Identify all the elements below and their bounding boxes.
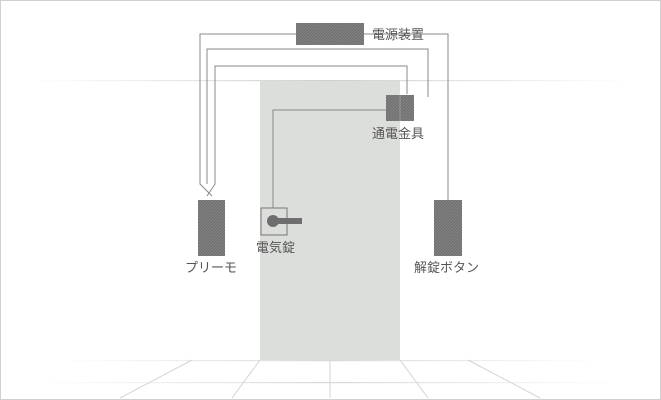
lever-handle-icon (267, 215, 302, 227)
unlock-button-label: 解錠ボタン (414, 261, 479, 276)
ceiling-line (30, 80, 630, 82)
remote-device (198, 200, 225, 256)
power-supply-device (296, 23, 364, 45)
wiring (199, 33, 449, 210)
floor-grid (40, 359, 620, 399)
electric-lock-label: 電気錠 (256, 240, 295, 256)
electric-lock-device (260, 207, 302, 236)
remote-label: プリーモ (185, 261, 237, 276)
unlock-button-device (434, 200, 462, 256)
strike-label: 通電金具 (372, 126, 424, 142)
power-supply-label: 電源装置 (372, 28, 424, 43)
